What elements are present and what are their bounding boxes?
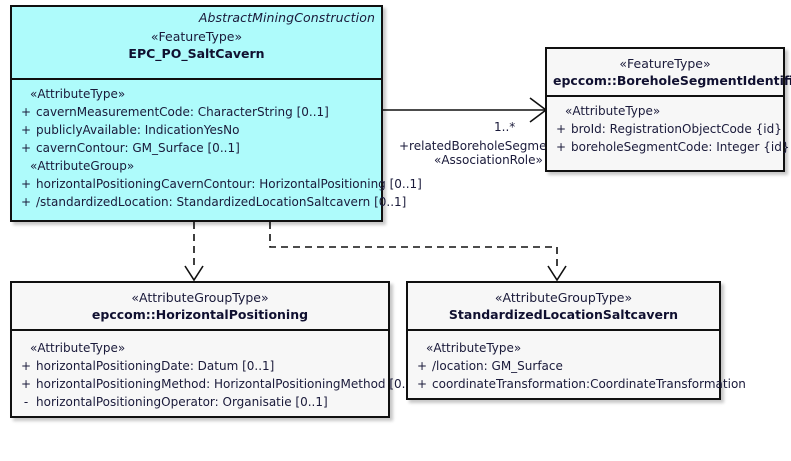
attribute-row[interactable]: + boreholeSegmentCode: Integer {id} — [551, 138, 790, 156]
attribute-visibility: + — [416, 377, 428, 391]
attribute-visibility: + — [20, 195, 32, 209]
class-stereotype-standardized-location-saltcavern: «AttributeGroupType» — [494, 290, 633, 305]
attribute-signature: broId: RegistrationObjectCode {id} — [571, 122, 782, 136]
class-box-epc-po-saltcavern[interactable]: AbstractMiningConstruction «FeatureType»… — [10, 5, 422, 222]
attribute-visibility: + — [20, 377, 32, 391]
class-stereotype-borehole-segment-identification: «FeatureType» — [619, 56, 711, 71]
attribute-signature: cavernMeasurementCode: CharacterString [… — [36, 105, 329, 119]
dependency-arrowhead-horizontal-positioning — [184, 265, 204, 282]
attribute-row[interactable]: + /standardizedLocation: StandardizedLoca… — [16, 193, 406, 211]
attribute-row[interactable]: + cavernContour: GM_Surface [0..1] — [16, 139, 377, 157]
class-name-horizontal-positioning: epccom::HorizontalPositioning — [91, 307, 309, 322]
class-stereotype-epc-po-saltcavern: «FeatureType» — [150, 29, 243, 44]
attribute-visibility: + — [555, 122, 567, 136]
class-box-borehole-segment-identification[interactable]: «FeatureType» epccom::BoreholeSegmentIde… — [545, 47, 791, 172]
class-header-horizontal-positioning: «AttributeGroupType» epccom::HorizontalP… — [12, 283, 388, 331]
attribute-signature: boreholeSegmentCode: Integer {id} — [571, 140, 790, 154]
attribute-group-stereotype: «AttributeType» — [30, 341, 126, 355]
class-attributes-horizontal-positioning: «AttributeType» + horizontalPositioningDa… — [12, 331, 418, 415]
association-role-label: +relatedBoreholeSegment — [399, 139, 559, 153]
attribute-signature: publiclyAvailable: IndicationYesNo — [36, 123, 240, 137]
attribute-row[interactable]: + horizontalPositioningMethod: Horizontal… — [16, 375, 418, 393]
attribute-visibility: + — [20, 141, 32, 155]
attribute-visibility: + — [555, 140, 567, 154]
class-name-epc-po-saltcavern: EPC_PO_SaltCavern — [128, 46, 265, 61]
dependency-line-standardized-location — [269, 222, 558, 268]
association-arrowhead — [529, 97, 548, 123]
attribute-row[interactable]: + /location: GM_Surface — [412, 357, 715, 375]
attribute-signature: /location: GM_Surface — [432, 359, 563, 373]
attribute-group-stereotype: «AttributeGroup» — [30, 159, 135, 173]
class-header-borehole-segment-identification: «FeatureType» epccom::BoreholeSegmentIde… — [547, 49, 791, 97]
class-box-standardized-location-saltcavern[interactable]: «AttributeGroupType» StandardizedLocatio… — [406, 281, 746, 400]
attribute-row[interactable]: + horizontalPositioningDate: Datum [0..1] — [16, 357, 384, 375]
attribute-signature: horizontalPositioningOperator: Organisat… — [36, 395, 328, 409]
class-header-epc-po-saltcavern: AbstractMiningConstruction «FeatureType»… — [12, 7, 381, 80]
attribute-row[interactable]: + horizontalPositioningCavernContour: Hor… — [16, 175, 422, 193]
attribute-visibility: + — [20, 105, 32, 119]
dependency-arrowhead-standardized-location — [547, 265, 567, 282]
class-name-borehole-segment-identification: epccom::BoreholeSegmentIdentification — [553, 73, 791, 88]
attribute-visibility: + — [20, 177, 32, 191]
attribute-row[interactable]: -horizontalPositioningOperator: Organisa… — [16, 393, 384, 411]
attribute-signature: horizontalPositioningDate: Datum [0..1] — [36, 359, 275, 373]
attribute-visibility: + — [20, 123, 32, 137]
class-header-standardized-location-saltcavern: «AttributeGroupType» StandardizedLocatio… — [408, 283, 719, 331]
attribute-group-stereotype: «AttributeType» — [30, 87, 126, 101]
attribute-row[interactable]: + broId: RegistrationObjectCode {id} — [551, 120, 782, 138]
class-attributes-epc-po-saltcavern: «AttributeType» + cavernMeasurementCode: … — [12, 80, 422, 215]
class-box-horizontal-positioning[interactable]: «AttributeGroupType» epccom::HorizontalP… — [10, 281, 418, 418]
class-name-standardized-location-saltcavern: StandardizedLocationSaltcavern — [448, 307, 679, 322]
attribute-visibility: + — [416, 359, 428, 373]
class-stereotype-horizontal-positioning: «AttributeGroupType» — [131, 290, 269, 305]
attribute-signature: cavernContour: GM_Surface [0..1] — [36, 141, 240, 155]
attribute-visibility: + — [20, 359, 32, 373]
association-multiplicity-target: 1..* — [494, 120, 516, 134]
attribute-row[interactable]: + coordinateTransformation:CoordinateTran… — [412, 375, 746, 393]
attribute-row[interactable]: + cavernMeasurementCode: CharacterString … — [16, 103, 377, 121]
class-attributes-standardized-location-saltcavern: «AttributeType» + /location: GM_Surface +… — [408, 331, 746, 397]
attribute-group-stereotype: «AttributeType» — [565, 104, 661, 118]
attribute-signature: horizontalPositioningMethod: HorizontalP… — [36, 377, 418, 391]
class-attributes-borehole-segment-identification: «AttributeType» + broId: RegistrationObje… — [547, 97, 790, 160]
attribute-row[interactable]: + publiclyAvailable: IndicationYesNo — [16, 121, 377, 139]
attribute-signature: /standardizedLocation: StandardizedLocat… — [36, 195, 407, 209]
attribute-signature: horizontalPositioningCavernContour: Hori… — [36, 177, 422, 191]
attribute-visibility: - — [23, 395, 29, 409]
attribute-group-stereotype: «AttributeType» — [426, 341, 522, 355]
attribute-signature: coordinateTransformation:CoordinateTrans… — [432, 377, 746, 391]
association-role-stereotype: «AssociationRole» — [434, 153, 543, 167]
package-label-abstractminingconstruction: AbstractMiningConstruction — [198, 10, 375, 25]
